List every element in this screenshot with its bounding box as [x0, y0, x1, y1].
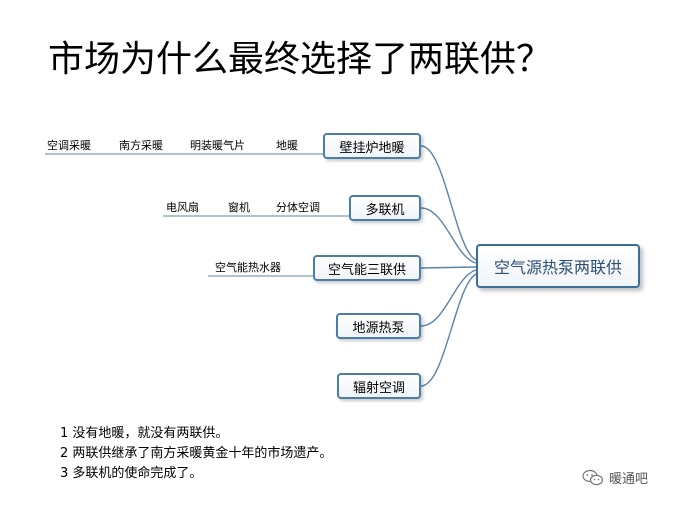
connector-center-node-4 [420, 273, 477, 387]
wechat-icon [582, 469, 604, 485]
connector-center-node-1 [420, 207, 477, 264]
node-multi-split: 多联机 [349, 195, 421, 221]
leaf-exposed-radiator: 明装暖气片 [190, 139, 245, 152]
note-3: 3 多联机的使命完成了。 [60, 466, 203, 481]
connector-center-node-0 [420, 145, 477, 261]
watermark: 暖通吧 [582, 468, 648, 487]
connector-center-node-2 [420, 266, 477, 269]
node-ground-source-heat-pump: 地源热泵 [336, 313, 421, 339]
leaf-window-unit: 窗机 [228, 201, 250, 214]
leaf-electric-fan: 电风扇 [166, 201, 199, 214]
node-air-energy-triple-supply: 空气能三联供 [313, 255, 421, 281]
connector-center-node-3 [420, 269, 477, 327]
note-1: 1 没有地暖，就没有两联供。 [60, 426, 229, 441]
leaf-floor-heating: 地暖 [276, 139, 298, 152]
node-radiant-air-conditioning: 辐射空调 [337, 373, 421, 399]
node-wall-boiler-floor-heating: 壁挂炉地暖 [323, 133, 421, 159]
notes-list: 1 没有地暖，就没有两联供。 2 两联供继承了南方采暖黄金十年的市场遗产。 3 … [60, 424, 332, 484]
leaf-ac-heating: 空调采暖 [47, 139, 91, 152]
note-2: 2 两联供继承了南方采暖黄金十年的市场遗产。 [60, 446, 333, 461]
center-node: 空气源热泵两联供 [476, 244, 640, 288]
leaf-southern-heating: 南方采暖 [119, 139, 163, 152]
page-title: 市场为什么最终选择了两联供？ [48, 39, 553, 80]
leaf-split-ac: 分体空调 [276, 201, 320, 214]
watermark-text: 暖通吧 [609, 472, 649, 487]
leaf-air-energy-water-heater: 空气能热水器 [215, 261, 281, 274]
